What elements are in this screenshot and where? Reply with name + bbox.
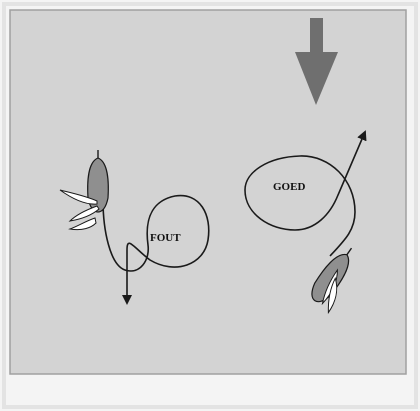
right-label: GOED — [273, 181, 305, 193]
wrong-label: FOUT — [150, 232, 181, 244]
wrong-maneuver: FOUT — [59, 150, 210, 305]
wind-direction-arrow-icon — [295, 18, 338, 105]
sailboat-icon — [59, 150, 109, 231]
right-maneuver: GOED — [244, 130, 367, 315]
wrong-path-line — [102, 194, 210, 305]
sailboat-icon — [311, 247, 353, 315]
right-path-line — [244, 130, 367, 257]
